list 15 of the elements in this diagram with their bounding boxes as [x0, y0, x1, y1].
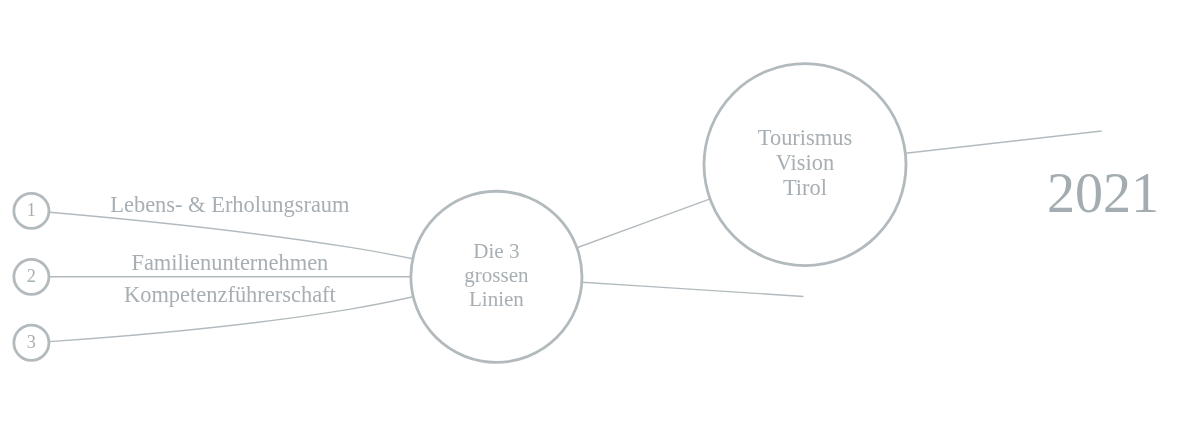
node-circle: 1 — [12, 191, 51, 230]
edge-label: Lebens- & Erholungsraum — [110, 192, 350, 218]
connector — [48, 276, 412, 278]
node-circle: 3 — [12, 323, 51, 362]
connector — [576, 198, 711, 249]
node-circle: Die 3 grossen Linien — [409, 189, 584, 364]
node-circle: 2 — [12, 257, 51, 296]
connector — [48, 296, 414, 343]
node-circle: Tourismus Vision Tirol — [702, 62, 908, 267]
connector — [904, 130, 1103, 154]
connector — [581, 281, 805, 298]
connector — [48, 211, 414, 260]
edge-label: Familienunternehmen — [131, 249, 329, 275]
label: 2021 — [1046, 162, 1160, 225]
edge-label: Kompetenzführerschaft — [123, 281, 336, 307]
